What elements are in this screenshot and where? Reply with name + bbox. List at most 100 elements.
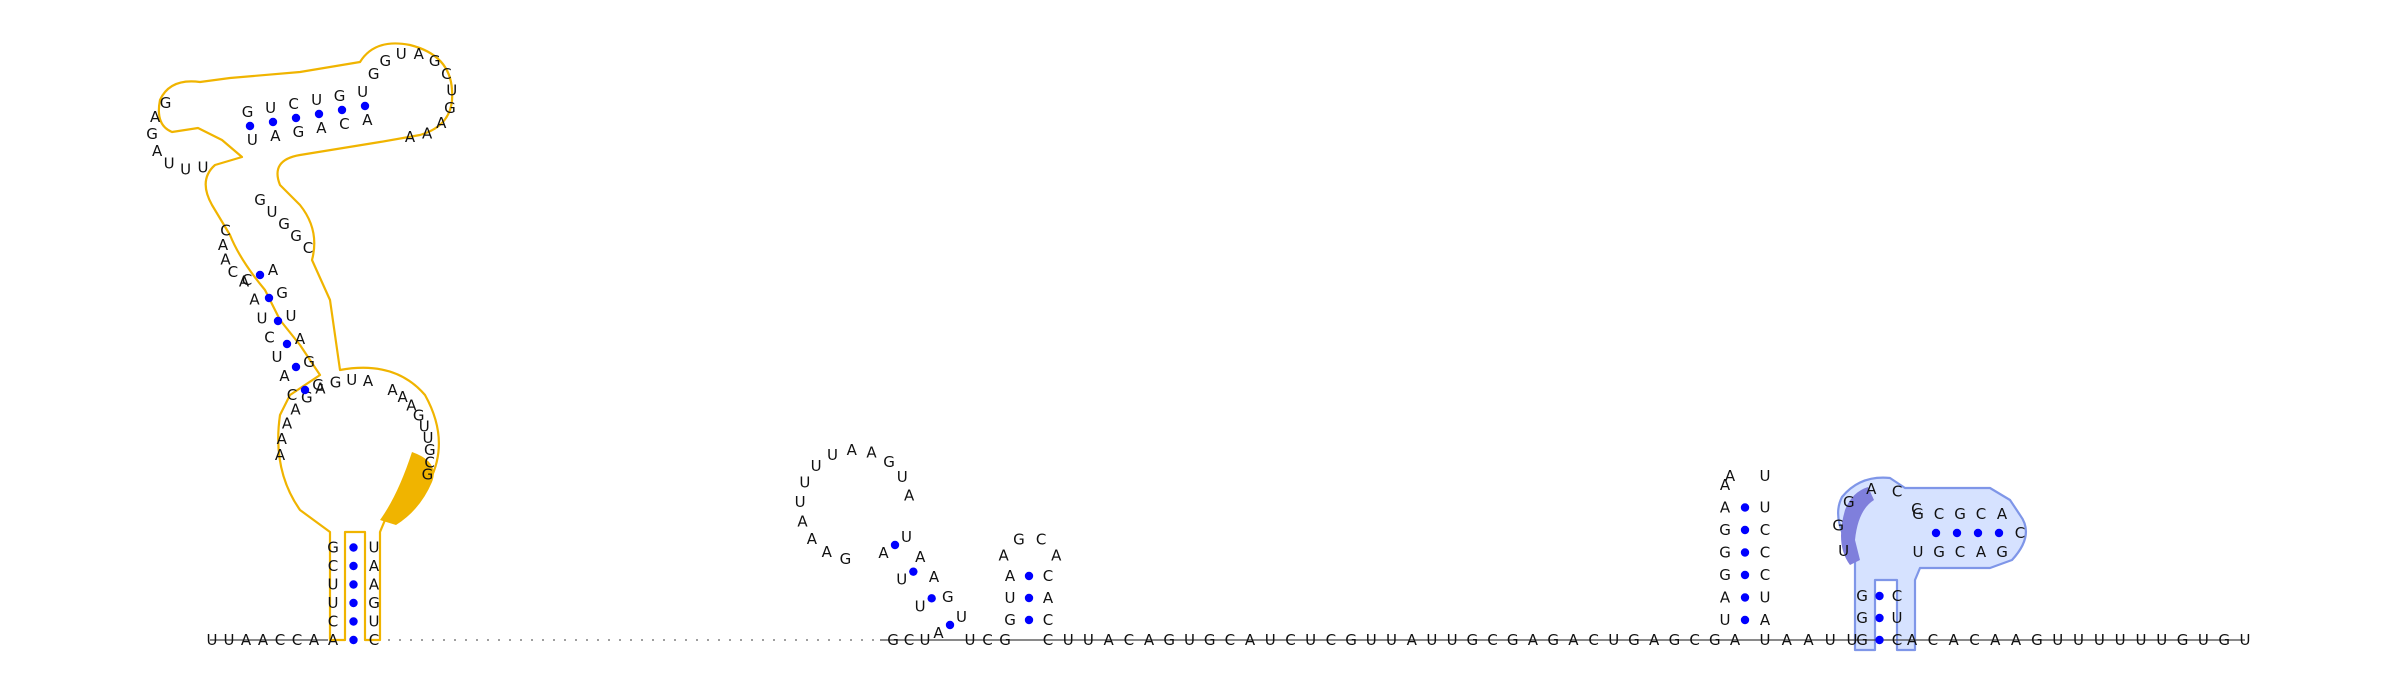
stem-4: U [1760, 589, 1771, 607]
base-pair-dot [282, 339, 292, 349]
stem-5: G [1856, 609, 1868, 627]
bulge-loop: A [220, 250, 231, 268]
base-pair-dot [1740, 548, 1750, 557]
stem-5-internal: G [1832, 517, 1844, 535]
hairpin-loop: U [396, 45, 407, 63]
base-pair-dot [1931, 528, 1941, 538]
base-pair-dot [264, 293, 274, 303]
mid-linker: G [1669, 631, 1681, 649]
stem-4: A [1720, 476, 1731, 494]
big-loop-right: G [413, 406, 425, 424]
big-loop-left: A [275, 446, 286, 464]
mid-linker: A [1730, 631, 1741, 649]
stem-5: C [1892, 587, 1902, 605]
loop-3: A [999, 546, 1010, 564]
bulge-loop: A [218, 236, 229, 254]
linker-small: U [1760, 631, 1771, 649]
mid-linker: A [1407, 631, 1418, 649]
terminal-loop-left: U [198, 159, 209, 177]
stem-3: C [1043, 567, 1053, 585]
base-pair-dot [1952, 528, 1962, 538]
base-pair-dot [349, 635, 358, 645]
base-pair-dot [909, 567, 918, 576]
base-pair-dot [291, 362, 301, 372]
linker-small: U [1847, 631, 1858, 649]
stem-2: A [929, 568, 940, 586]
base-pair-dot [255, 270, 265, 280]
stem-2: U [896, 571, 907, 589]
stem-3: A [1043, 589, 1054, 607]
middle-loop-right: C [303, 239, 313, 257]
hairpin-loop: G [368, 65, 380, 83]
upper-helix: U [256, 309, 267, 327]
big-loop-left: G [330, 374, 342, 392]
upper-helix: G [312, 376, 324, 394]
middle-loop-right: G [278, 215, 290, 233]
stem-6: A [1976, 543, 1987, 561]
stem-5: G [1856, 631, 1868, 649]
upper-helix: U [286, 307, 297, 325]
stem-5: G [1856, 587, 1868, 605]
mid-linker: C [1487, 631, 1497, 649]
top-helix: G [334, 87, 346, 105]
mid-linker: U [1386, 631, 1397, 649]
mid-linker: G [1345, 631, 1357, 649]
stem-4: C [1760, 566, 1770, 584]
stem-4: U [1760, 499, 1771, 517]
loop-2: G [840, 550, 852, 568]
mid-linker: A [1568, 631, 1579, 649]
helix-1: U [328, 594, 339, 612]
highlight-region-blue [1837, 476, 2028, 652]
loop-3: G [1013, 530, 1025, 548]
helix-1: C [328, 613, 338, 631]
stem-4: A [1760, 611, 1771, 629]
mid-linker: A [1649, 631, 1660, 649]
mid-linker: G [1163, 631, 1175, 649]
base-pair-dot [349, 561, 358, 571]
mid-linker: A [1103, 631, 1114, 649]
base-pair-dot [1740, 615, 1750, 625]
base-pair-dot [268, 117, 278, 127]
helix-1: U [369, 539, 380, 557]
highlight-region-orange [157, 42, 454, 642]
mid-linker: G [1709, 631, 1721, 649]
stem-3: U [1005, 589, 1016, 607]
top-helix: U [311, 91, 322, 109]
stem-2: A [878, 544, 889, 562]
upper-helix: G [276, 284, 288, 302]
base-pair-dot [927, 594, 936, 603]
three-prime-tail: U [2156, 631, 2167, 649]
upper-helix: G [303, 353, 315, 371]
upper-helix: U [271, 348, 282, 366]
five-prime-tail: U [224, 631, 235, 649]
hairpin-loop: A [405, 128, 416, 146]
three-prime-tail: U [2240, 631, 2251, 649]
loop-2: A [797, 513, 808, 531]
loop-4: A [1725, 467, 1736, 485]
helix-1: G [327, 539, 339, 557]
loop-2: U [795, 493, 806, 511]
mid-linker: G [1467, 631, 1479, 649]
helix-1: C [328, 557, 338, 575]
helix-1: G [368, 594, 380, 612]
mid-linker-a: C [904, 631, 914, 649]
stem-6: G [1954, 505, 1966, 523]
stem-6: U [1913, 543, 1924, 561]
base-pair-dot [349, 543, 358, 552]
base-pair-dot [360, 101, 370, 111]
stem-3: A [1005, 567, 1016, 585]
mid-linker: A [1528, 631, 1539, 649]
mid-linker-b: U [965, 631, 976, 649]
loop-2: U [897, 468, 908, 486]
loop-2: G [883, 453, 895, 471]
helix-1: A [369, 576, 380, 594]
loop-2: A [866, 444, 877, 462]
big-loop-right: G [422, 465, 434, 483]
terminal-loop-left: A [152, 142, 163, 160]
stem-3: G [1004, 611, 1016, 629]
big-loop-left: A [363, 372, 374, 390]
base-pair-dot [349, 617, 358, 626]
loop-2: U [827, 446, 838, 464]
big-loop-right: A [397, 388, 408, 406]
